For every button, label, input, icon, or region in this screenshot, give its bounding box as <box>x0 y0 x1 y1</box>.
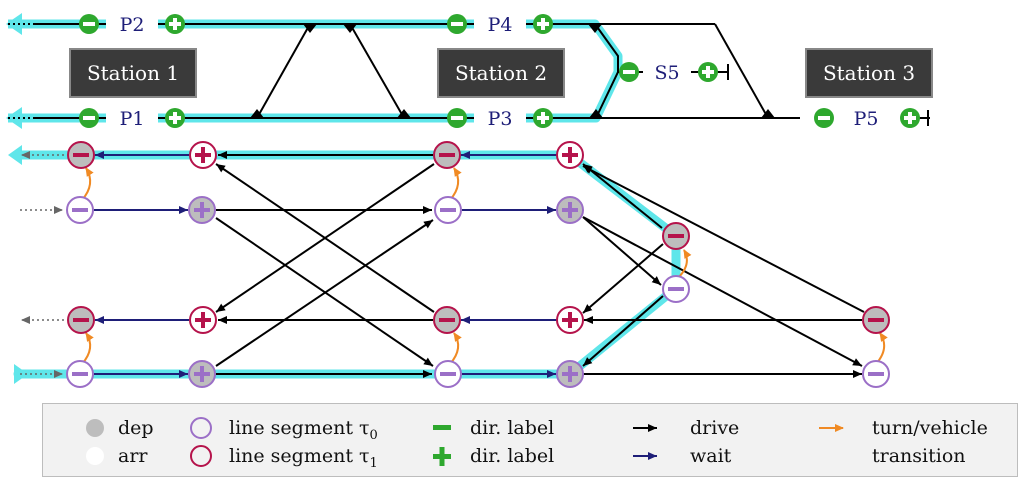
arr-swatch <box>86 447 104 465</box>
node-dep-plus-tau0 <box>188 196 216 224</box>
platform-label: P5 <box>854 108 879 130</box>
node-arr-minus-tau0 <box>862 360 890 388</box>
node-dep-plus-tau1 <box>189 141 217 169</box>
graph-ends <box>8 145 64 384</box>
node-arr-minus-tau0 <box>434 196 462 224</box>
legend-drive-label: drive <box>690 417 740 439</box>
node-dep-plus-tau1 <box>556 141 584 169</box>
legend-arr-label: arr <box>118 445 148 467</box>
drive-edges <box>215 151 865 378</box>
platform-p2 <box>79 14 185 34</box>
node-dep-plus-tau0 <box>556 196 584 224</box>
legend-dir-minus-label: dir. label <box>470 417 555 439</box>
node-arr-minus-tau1 <box>862 306 890 334</box>
node-dep-plus-tau1 <box>556 306 584 334</box>
legend-turn-label: turn/vehicle <box>872 417 988 439</box>
track-ends-left <box>6 13 70 129</box>
platform-label: S5 <box>654 62 679 84</box>
station-2-box: Station 2 <box>437 48 565 98</box>
legend-dir-plus-label: dir. label <box>470 445 555 467</box>
graph-highlights <box>13 150 681 379</box>
node-arr-minus-tau1 <box>67 141 95 169</box>
platform-label: P1 <box>120 108 145 130</box>
legend-seg0-label: line segment τ0 <box>229 417 378 443</box>
tau1-swatch <box>190 445 212 467</box>
platform-s5 <box>619 62 718 82</box>
node-arr-minus-tau0 <box>434 360 462 388</box>
node-arr-minus-tau1 <box>433 141 461 169</box>
platform-p5 <box>814 108 920 128</box>
node-arr-minus-tau1 <box>662 222 690 250</box>
event-nodes <box>66 141 890 388</box>
legend-dep-label: dep <box>118 417 154 439</box>
platform-p1 <box>79 108 185 128</box>
legend-wait-label: wait <box>690 445 732 467</box>
legend-symbols <box>86 417 844 467</box>
platform-label: P4 <box>488 14 513 36</box>
platform-label: P3 <box>488 108 513 130</box>
node-arr-minus-tau0 <box>66 360 94 388</box>
dir-minus-swatch <box>433 425 451 430</box>
node-dep-plus-tau0 <box>188 360 216 388</box>
legend-transition-label: transition <box>872 445 966 467</box>
wait-edges <box>94 151 557 378</box>
station-3-box: Station 3 <box>805 48 933 98</box>
platform-p3 <box>447 108 553 128</box>
dep-swatch <box>86 419 104 437</box>
node-dep-plus-tau0 <box>556 360 584 388</box>
node-arr-minus-tau0 <box>662 275 690 303</box>
platform-p4 <box>447 14 553 34</box>
platform-label: P2 <box>120 14 145 36</box>
tau0-swatch <box>190 417 212 439</box>
switch-markers <box>250 24 775 118</box>
legend: dep arr line segment τ0 line segment τ1 … <box>42 403 1018 477</box>
node-arr-minus-tau0 <box>66 196 94 224</box>
node-arr-minus-tau1 <box>433 306 461 334</box>
node-arr-minus-tau1 <box>67 306 95 334</box>
node-dep-plus-tau1 <box>189 306 217 334</box>
station-1-box: Station 1 <box>69 48 197 98</box>
legend-seg1-label: line segment τ1 <box>229 445 378 471</box>
